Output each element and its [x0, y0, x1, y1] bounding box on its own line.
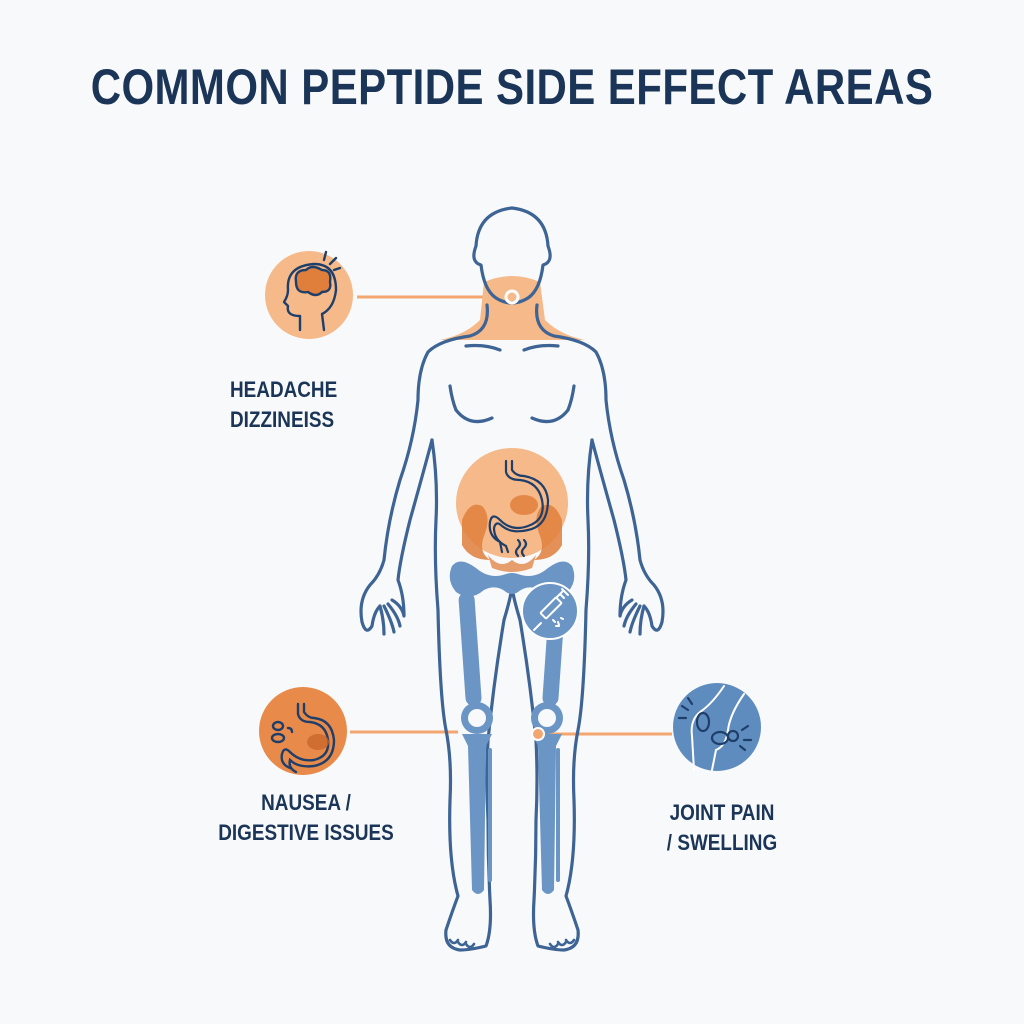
- headache-label: HEADACHE DIZZINEISS: [230, 375, 368, 435]
- injection-site-marker[interactable]: [521, 582, 579, 640]
- headache-callout-icon[interactable]: [265, 250, 353, 339]
- knee-marker[interactable]: [531, 727, 545, 741]
- body-outline: [359, 206, 665, 952]
- feet: [448, 938, 576, 949]
- stomach-contents: [510, 495, 538, 515]
- syringe-icon: [533, 588, 569, 631]
- head-brain-icon: [282, 250, 342, 332]
- nausea-callout-icon[interactable]: [259, 687, 347, 775]
- joint-label-line1: JOINT PAIN: [669, 800, 775, 825]
- joint-icon: [690, 685, 745, 771]
- joint-callout-icon[interactable]: [673, 683, 761, 771]
- neck-marker[interactable]: [504, 289, 520, 305]
- joint-label: JOINT PAIN / SWELLING: [662, 798, 782, 858]
- headache-label-line2: DIZZINEISS: [230, 407, 335, 432]
- skeleton: [449, 561, 575, 894]
- nausea-label-line2: DIGESTIVE ISSUES: [218, 820, 394, 845]
- stomach-icon: [488, 459, 550, 558]
- joint-label-line2: / SWELLING: [666, 830, 778, 855]
- page-title: COMMON PEPTIDE SIDE EFFECT AREAS: [90, 59, 934, 115]
- neck-highlight: [440, 276, 585, 340]
- nausea-label: NAUSEA / DIGESTIVE ISSUES: [211, 788, 400, 848]
- abdomen-highlight: [456, 448, 568, 572]
- stomach-icon: [270, 702, 336, 774]
- headache-label-line1: HEADACHE: [230, 377, 338, 402]
- nausea-label-line1: NAUSEA /: [261, 790, 351, 815]
- stomach-contents: [307, 734, 329, 750]
